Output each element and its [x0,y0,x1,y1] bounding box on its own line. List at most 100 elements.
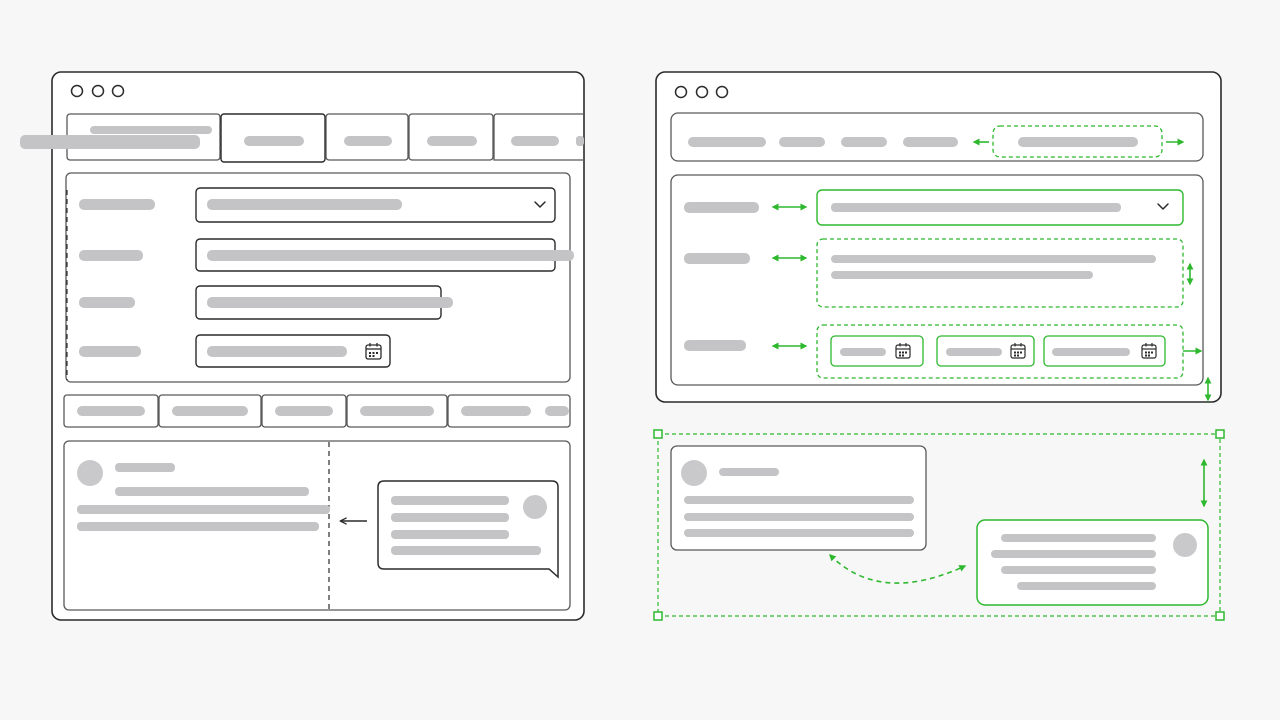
date-input-value [946,348,1002,356]
window-dot[interactable] [674,85,688,99]
tab-label [511,136,559,146]
table-header-label [461,406,531,416]
nav-item[interactable] [688,137,766,147]
form-label [684,202,759,213]
window-dot[interactable] [111,84,125,98]
flexible-nav-label [1018,137,1138,147]
dropdown-value [207,199,402,210]
calendar-icon[interactable] [895,343,911,359]
table-header-cell[interactable] [158,394,262,428]
table-header-cell[interactable] [63,394,159,428]
text-field-value-overflow [207,250,574,261]
window-dot[interactable] [695,85,709,99]
selection-bounds [657,433,1221,617]
message-line [1017,582,1156,590]
textarea-line [831,255,1156,263]
message-line [391,496,509,505]
chat-section [63,440,571,611]
table-header-cell[interactable] [346,394,448,428]
tab-bar [20,113,584,163]
message-line-overflow [77,505,330,514]
curved-double-arrow-icon [829,554,967,584]
form-label [79,250,143,261]
nav-item[interactable] [903,137,958,147]
avatar[interactable] [523,495,547,519]
message-author [719,468,779,476]
message-author [115,463,175,472]
window-dot[interactable] [70,84,84,98]
message-line [1001,534,1156,542]
date-input-value [1052,348,1130,356]
table-header-label-clipped [545,406,569,416]
chat-bubble-outgoing[interactable] [976,519,1209,606]
nav-bar [670,112,1204,162]
form-label [79,297,135,308]
calendar-icon[interactable] [1010,343,1026,359]
form-label [79,199,155,210]
table-header-label [360,406,434,416]
message-line [684,529,914,537]
dropdown-value [831,203,1121,212]
flexible-nav-item[interactable] [992,125,1163,158]
form-container [670,174,1204,386]
avatar[interactable] [681,460,707,486]
table-header [63,394,571,428]
resize-handle[interactable] [653,611,663,621]
chat-container [63,440,571,611]
window-controls [70,84,125,98]
tab-label [427,136,477,146]
table-header-label [172,406,248,416]
tab[interactable] [325,113,409,161]
message-line [391,530,509,539]
nav-item[interactable] [779,137,825,147]
date-field-value [207,346,347,357]
tab-label-overflow [20,135,200,149]
tab-overflowing[interactable] [493,113,584,161]
window-controls [674,85,729,99]
table-header-cell[interactable] [261,394,347,428]
date-input-value [840,348,886,356]
table-header-cell[interactable] [447,394,571,428]
message-line [1001,566,1156,574]
message-line [991,550,1156,558]
resize-handle[interactable] [1215,611,1225,621]
tab-label-clipped [576,136,584,146]
avatar[interactable] [77,460,103,486]
form-label [684,253,750,264]
message-line [684,513,914,521]
avatar[interactable] [1173,533,1197,557]
nav-container [670,112,1204,162]
chevron-down-icon[interactable] [1157,203,1169,210]
tab-label [344,136,392,146]
message-line [391,513,509,522]
resize-handle[interactable] [653,429,663,439]
date-group [816,324,1184,379]
window-dot[interactable] [91,84,105,98]
message-line [115,487,309,496]
tab-label [244,136,304,146]
textarea-line [831,271,1093,279]
chat-section [653,429,1225,621]
calendar-icon[interactable] [365,343,382,360]
calendar-icon[interactable] [1141,343,1157,359]
table-header-label [77,406,145,416]
form-section [670,174,1204,386]
chevron-down-icon[interactable] [534,201,546,208]
form-label [79,346,141,357]
chat-bubble[interactable] [377,480,559,579]
form-container [65,172,571,383]
fixed-layout-wireframe [653,71,1225,621]
nav-item[interactable] [841,137,887,147]
text-field-value-overflow [207,297,453,308]
resize-handle[interactable] [1215,429,1225,439]
broken-layout-wireframe [20,71,585,621]
message-line [684,496,914,504]
tab[interactable] [408,113,494,161]
browser-window-frame [655,71,1222,403]
message-line [77,522,319,531]
form-section [65,172,574,383]
window-dot[interactable] [715,85,729,99]
message-line [391,546,541,555]
